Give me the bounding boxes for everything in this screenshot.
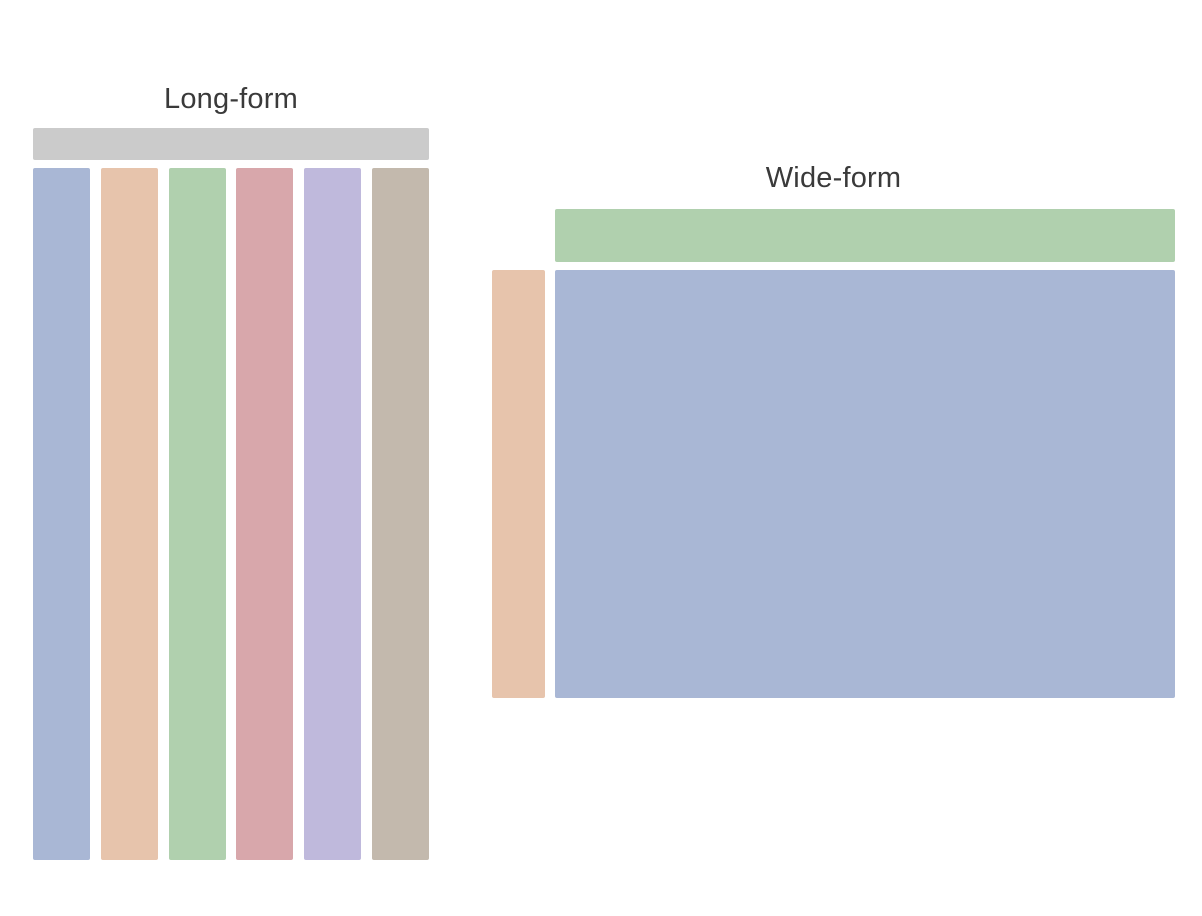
long-form-column-brown bbox=[371, 168, 429, 860]
long-form-column-red bbox=[236, 168, 294, 860]
wide-form-title: Wide-form bbox=[765, 162, 902, 194]
long-form-title: Long-form bbox=[164, 83, 298, 115]
long-form-column-purple bbox=[304, 168, 362, 860]
long-form-column-orange bbox=[100, 168, 158, 860]
wide-form-data-block bbox=[555, 270, 1175, 698]
long-form-columns bbox=[33, 168, 429, 860]
long-form-column-blue bbox=[33, 168, 90, 860]
wide-form-header-row bbox=[555, 209, 1175, 262]
wide-form-index-column bbox=[492, 270, 545, 698]
long-form-header-bar bbox=[33, 128, 429, 160]
long-form-column-green bbox=[168, 168, 226, 860]
